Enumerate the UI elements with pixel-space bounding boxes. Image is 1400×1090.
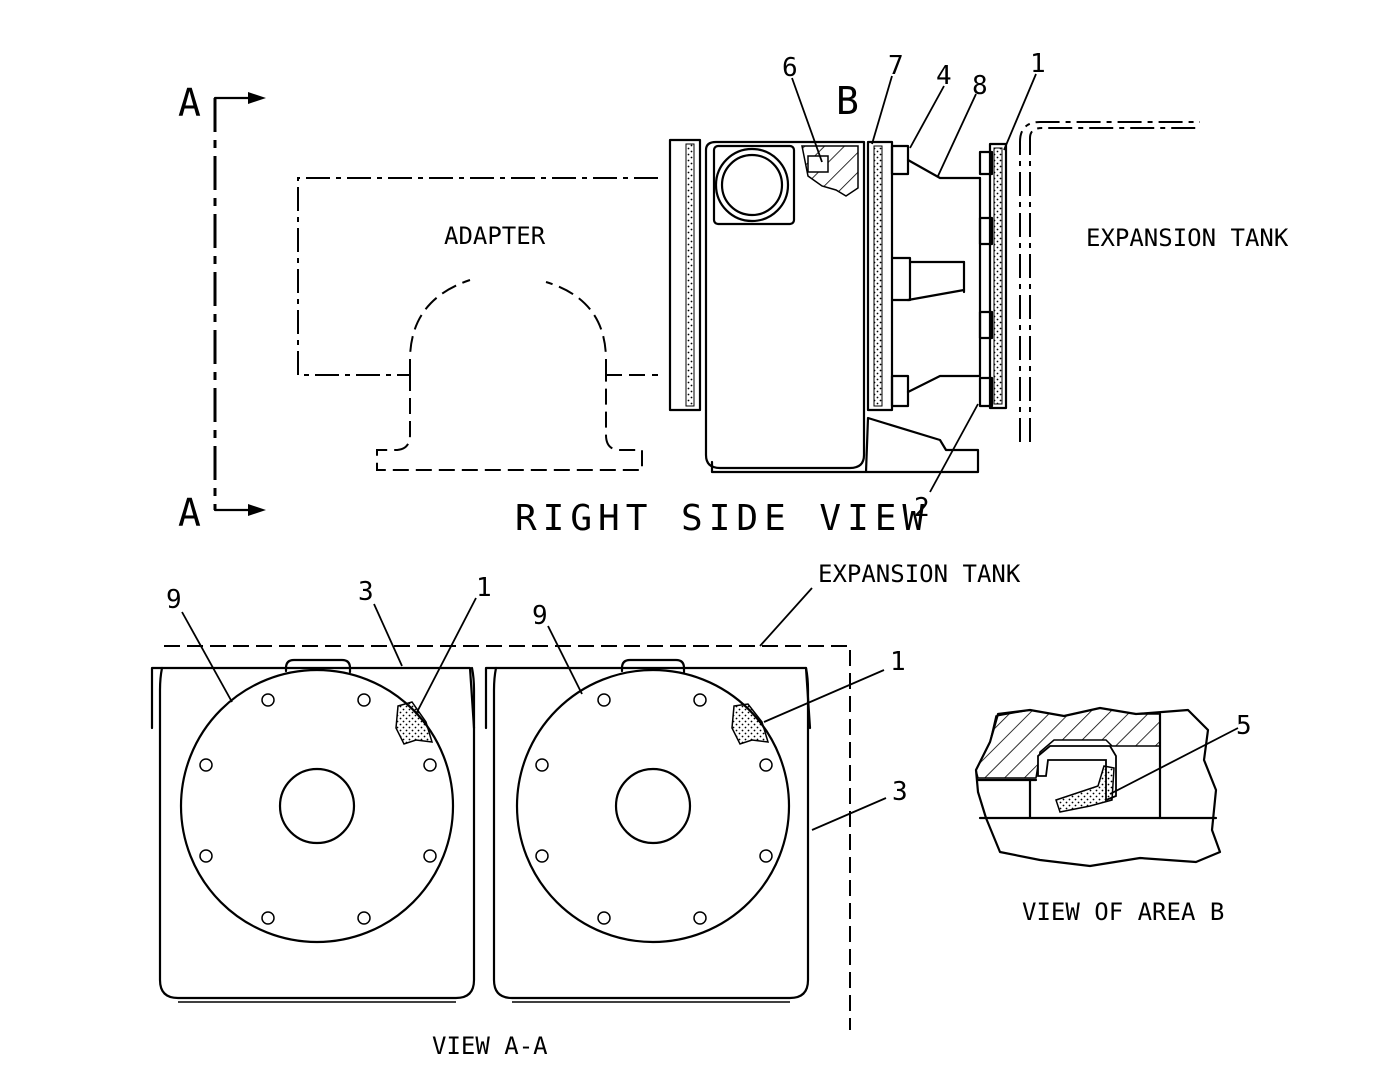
callout-5: 5: [1236, 711, 1252, 741]
section-line-a-a: A A: [178, 81, 266, 535]
view-area-b-title: VIEW OF AREA B: [1022, 898, 1224, 926]
callout-1-right: 1: [890, 647, 906, 677]
area-b-label: B: [836, 79, 859, 123]
pump-unit-left: [150, 658, 476, 1003]
view-aa-callouts: 9 3 1 9 1 3: [166, 573, 908, 831]
pump-assembly: [668, 138, 1008, 474]
expansion-tank-wall: [1019, 121, 1200, 442]
callout-8: 8: [972, 71, 988, 101]
area-b-detail: 5: [974, 706, 1252, 868]
side-view-callouts: 6 7 4 8 1 2 B: [782, 49, 1046, 523]
callout-1-left: 1: [476, 573, 492, 603]
pump-unit-right: [484, 658, 812, 1003]
callout-2: 2: [914, 493, 930, 523]
adapter-label: ADAPTER: [444, 222, 546, 250]
expansion-tank-label-aa: EXPANSION TANK: [818, 560, 1021, 588]
callout-9-left: 9: [166, 585, 182, 615]
expansion-tank-label-side: EXPANSION TANK: [1086, 224, 1289, 252]
view-aa-title: VIEW A-A: [432, 1032, 548, 1060]
callout-3-right: 3: [892, 777, 908, 807]
section-label-top: A: [178, 81, 201, 125]
right-side-view-title: RIGHT SIDE VIEW: [515, 498, 930, 539]
callout-1-side: 1: [1030, 49, 1046, 79]
callout-9-right: 9: [532, 601, 548, 631]
callout-4: 4: [936, 61, 952, 91]
adapter-phantom: [297, 177, 658, 471]
section-label-bottom: A: [178, 491, 201, 535]
callout-7: 7: [888, 51, 904, 81]
callout-6: 6: [782, 53, 798, 83]
callout-3-top: 3: [358, 577, 374, 607]
